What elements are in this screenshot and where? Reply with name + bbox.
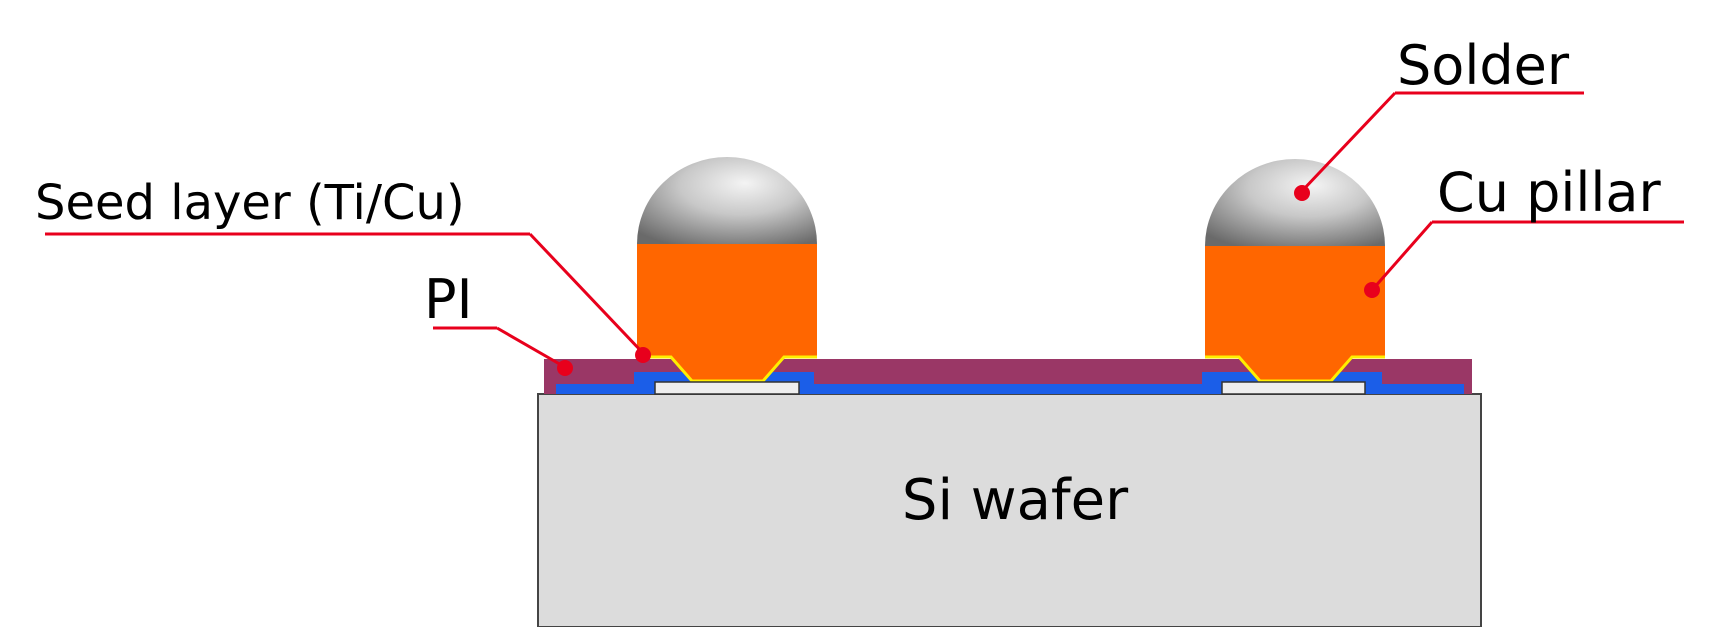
cu-pillar-right	[1205, 246, 1385, 381]
cu-pillar-left	[637, 244, 817, 381]
solder-cap-left	[637, 157, 817, 244]
label-si-wafer: Si wafer	[902, 468, 1129, 533]
si-wafer	[537, 393, 1482, 627]
label-seed-layer: Seed layer (Ti/Cu)	[35, 175, 465, 231]
leader-pi	[433, 326, 573, 376]
solder-cap-right	[1205, 159, 1385, 246]
seed-layer-right	[1205, 355, 1385, 383]
bump-left	[637, 157, 817, 395]
seed-layer-left	[637, 355, 817, 383]
label-solder: Solder	[1397, 34, 1570, 97]
passivation-layer	[556, 384, 1464, 394]
leader-cu-pillar	[1364, 220, 1684, 298]
label-cu-pillar: Cu pillar	[1437, 161, 1661, 224]
bond-pad-right	[1221, 381, 1366, 395]
bump-right	[1205, 159, 1385, 395]
leader-seed-layer	[45, 232, 651, 363]
label-pi: PI	[424, 268, 473, 331]
bond-pad-left	[654, 381, 800, 395]
leader-solder	[1294, 91, 1584, 201]
